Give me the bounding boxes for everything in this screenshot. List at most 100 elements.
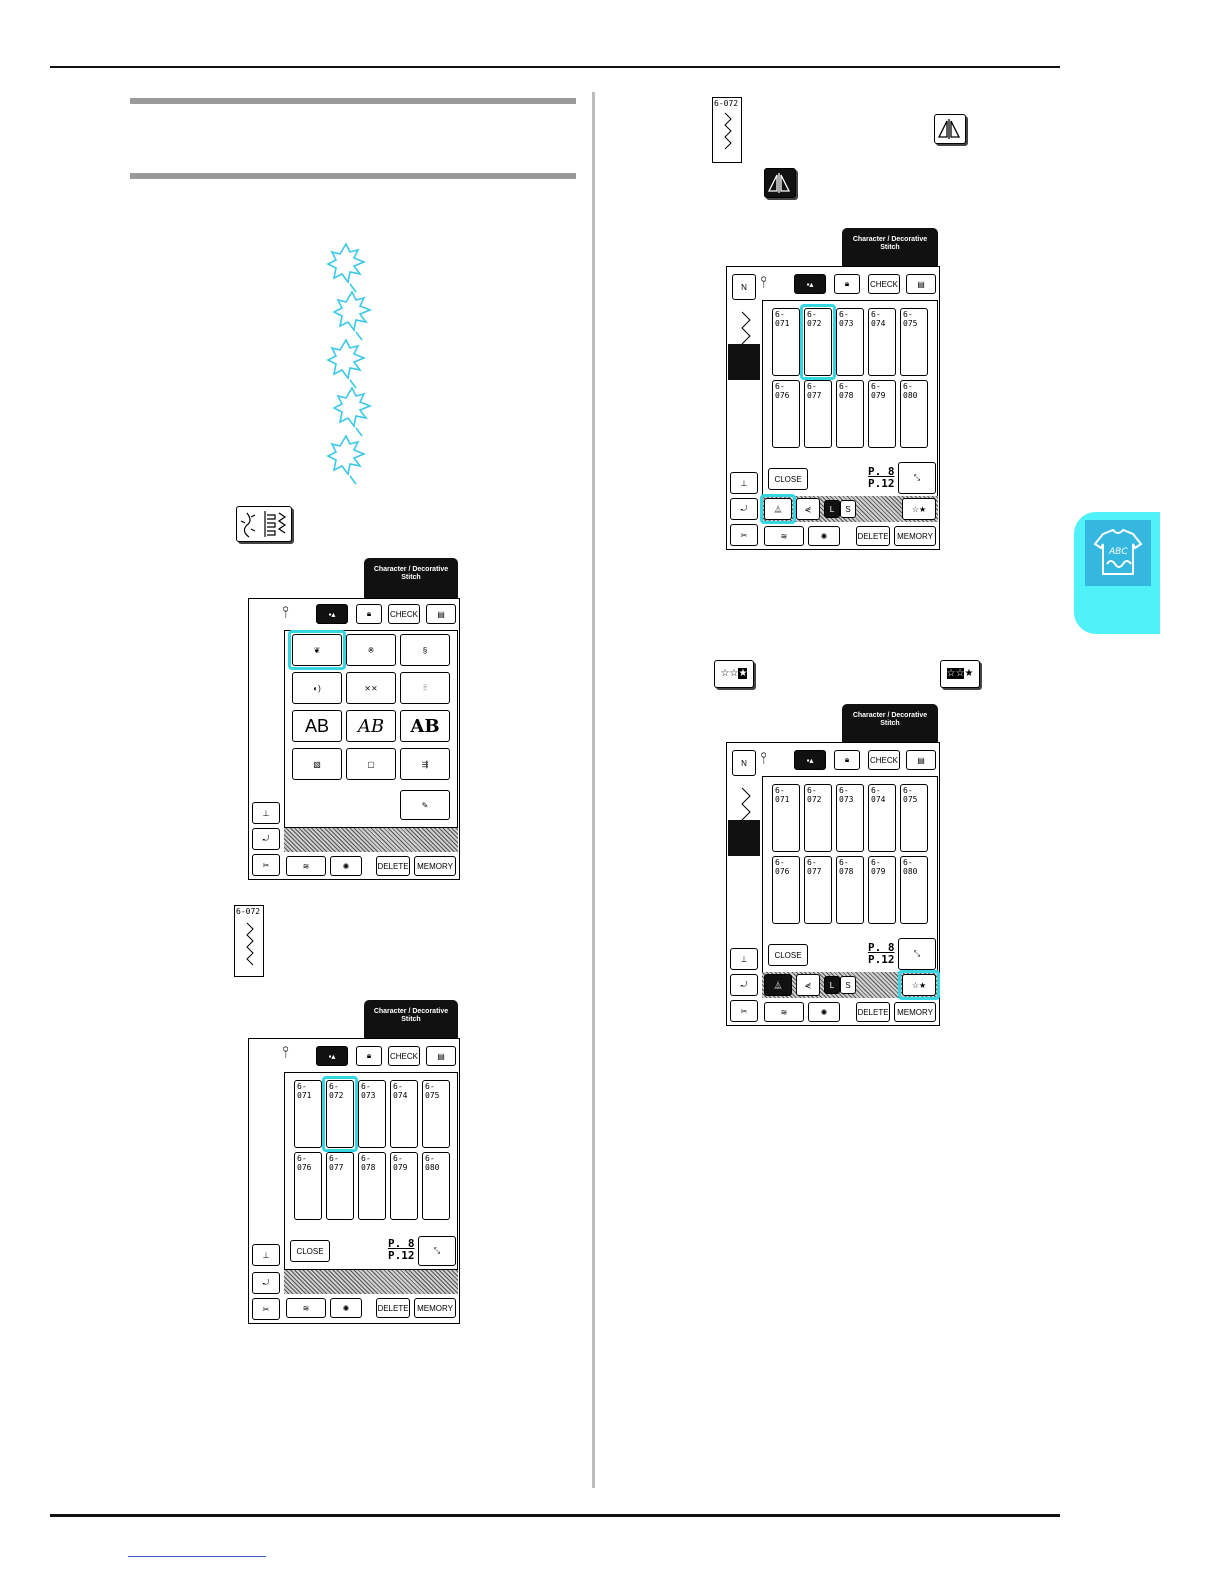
decorative-stitch-button[interactable]: ✺ (330, 856, 362, 876)
stitch-cell-selected[interactable]: 6-072 (326, 1080, 354, 1148)
decorative-stitch-button[interactable]: ✺ (330, 1298, 362, 1318)
lock-icon[interactable]: 🔒︎ (834, 750, 860, 770)
utility-stitch-button[interactable]: ≋ (764, 1002, 804, 1022)
size-small-button[interactable]: S (840, 500, 856, 518)
scissors-icon[interactable]: ✂ (730, 524, 758, 546)
lock-icon[interactable]: 🔒︎ (834, 274, 860, 294)
font-outline-button[interactable]: AB (400, 710, 450, 742)
needle-icon[interactable]: ⫯ (282, 604, 289, 621)
mode-toggle-button[interactable]: ▪▴ (794, 274, 826, 294)
category-floral-button[interactable]: § (400, 634, 450, 666)
reverse-icon[interactable]: ⤾ (252, 828, 280, 850)
stitch-cell[interactable]: 6-077 (804, 380, 832, 448)
category-heirloom-button[interactable]: ◐) (292, 672, 342, 704)
memory-button[interactable]: MEMORY (894, 1002, 936, 1022)
stitch-cell-selected[interactable]: 6-072 (804, 308, 832, 376)
presser-foot-icon[interactable]: ⊥ (252, 802, 280, 824)
stitch-cell[interactable]: 6-078 (836, 380, 864, 448)
memory-button[interactable]: MEMORY (414, 856, 456, 876)
stitch-cell[interactable]: 6-078 (358, 1152, 386, 1220)
memory-button[interactable]: MEMORY (894, 526, 936, 546)
size-large-button[interactable]: L (824, 976, 840, 994)
mode-toggle-button[interactable]: ▪▴ (794, 750, 826, 770)
edit-pen-button[interactable]: ✎ (400, 790, 450, 820)
scissors-icon[interactable]: ✂ (730, 1000, 758, 1022)
stitch-cell[interactable]: 6-076 (772, 856, 800, 924)
category-satin-button[interactable]: ※ (346, 634, 396, 666)
decorative-stitch-key-icon[interactable] (236, 506, 292, 542)
check-button[interactable]: CHECK (388, 604, 420, 624)
utility-stitch-button[interactable]: ≋ (286, 1298, 326, 1318)
mirror-image-active-icon[interactable] (764, 168, 796, 198)
stitch-cell[interactable]: 6-073 (358, 1080, 386, 1148)
stitch-cell[interactable]: 6-074 (390, 1080, 418, 1148)
stitch-cell[interactable]: 6-079 (868, 380, 896, 448)
usb-button[interactable]: ⇶ (400, 748, 450, 780)
needle-icon[interactable]: ⫯ (282, 1044, 289, 1061)
stitch-cell[interactable]: 6-073 (836, 308, 864, 376)
stitch-cell[interactable]: 6-076 (772, 380, 800, 448)
density-button[interactable]: ⋞ (796, 974, 820, 996)
mode-toggle-button[interactable]: ▪▴ (316, 604, 348, 624)
scissors-icon[interactable]: ✂ (252, 1298, 280, 1320)
scissors-icon[interactable]: ✂ (252, 854, 280, 876)
stitch-cell[interactable]: 6-079 (868, 856, 896, 924)
stitch-cell[interactable]: 6-080 (900, 380, 928, 448)
needle-mode-icon[interactable]: N (732, 750, 756, 776)
delete-button[interactable]: DELETE (376, 856, 410, 876)
needle-icon[interactable]: ⫯ (760, 274, 767, 291)
stitch-cell[interactable]: 6-075 (900, 308, 928, 376)
presser-foot-icon[interactable]: ⊥ (730, 472, 758, 494)
pocket-memory-button[interactable]: ▢ (346, 748, 396, 780)
density-button[interactable]: ⋞ (796, 498, 820, 520)
size-large-button[interactable]: L (824, 500, 840, 518)
presser-foot-icon[interactable]: ⊥ (252, 1244, 280, 1266)
presser-foot-icon[interactable]: ⊥ (730, 948, 758, 970)
saved-pattern-button[interactable]: ▧ (292, 748, 342, 780)
page-scroll-button[interactable]: ⤡ (418, 1236, 456, 1266)
reverse-icon[interactable]: ⤾ (730, 974, 758, 996)
stitch-cell[interactable]: 6-072 (804, 784, 832, 852)
page-scroll-button[interactable]: ⤡ (898, 462, 936, 494)
decorative-stitch-button[interactable]: ✺ (808, 526, 840, 546)
utility-stitch-button[interactable]: ≋ (764, 526, 804, 546)
lock-icon[interactable]: 🔒︎ (356, 604, 382, 624)
reverse-icon[interactable]: ⤾ (730, 498, 758, 520)
mirror-image-icon[interactable] (934, 114, 966, 144)
stitch-cell[interactable]: 6-077 (804, 856, 832, 924)
settings-icon[interactable]: ▤ (426, 604, 456, 624)
repeat-button[interactable]: ☆★ (902, 498, 936, 520)
close-button[interactable]: CLOSE (768, 944, 808, 966)
check-button[interactable]: CHECK (868, 750, 900, 770)
needle-icon[interactable]: ⫯ (760, 750, 767, 767)
memory-button[interactable]: MEMORY (414, 1298, 456, 1318)
check-button[interactable]: CHECK (868, 274, 900, 294)
stitch-cell[interactable]: 6-076 (294, 1152, 322, 1220)
stitch-cell[interactable]: 6-073 (836, 784, 864, 852)
delete-button[interactable]: DELETE (856, 1002, 890, 1022)
single-repeat-icon[interactable]: ☆☆★ (714, 660, 754, 688)
page-scroll-button[interactable]: ⤡ (898, 938, 936, 970)
check-button[interactable]: CHECK (388, 1046, 420, 1066)
stitch-cell[interactable]: 6-074 (868, 784, 896, 852)
stitch-cell[interactable]: 6-079 (390, 1152, 418, 1220)
category-utility-button[interactable]: ⦙⦙ (400, 672, 450, 704)
utility-stitch-button[interactable]: ≋ (286, 856, 326, 876)
repeat-button[interactable]: ☆★ (902, 974, 936, 996)
settings-icon[interactable]: ▤ (906, 274, 936, 294)
page-link-underline[interactable] (128, 1556, 266, 1557)
close-button[interactable]: CLOSE (768, 468, 808, 490)
stitch-cell[interactable]: 6-075 (900, 784, 928, 852)
stitch-cell[interactable]: 6-080 (900, 856, 928, 924)
delete-button[interactable]: DELETE (856, 526, 890, 546)
mode-toggle-button[interactable]: ▪▴ (316, 1046, 348, 1066)
lock-icon[interactable]: 🔒︎ (356, 1046, 382, 1066)
stitch-cell[interactable]: 6-071 (772, 308, 800, 376)
category-decorative-button[interactable]: ❦ (292, 634, 342, 666)
mirror-button[interactable]: ⏅ (764, 498, 792, 520)
delete-button[interactable]: DELETE (376, 1298, 410, 1318)
settings-icon[interactable]: ▤ (426, 1046, 456, 1066)
decorative-stitch-button[interactable]: ✺ (808, 1002, 840, 1022)
stitch-cell[interactable]: 6-078 (836, 856, 864, 924)
stitch-cell[interactable]: 6-071 (294, 1080, 322, 1148)
